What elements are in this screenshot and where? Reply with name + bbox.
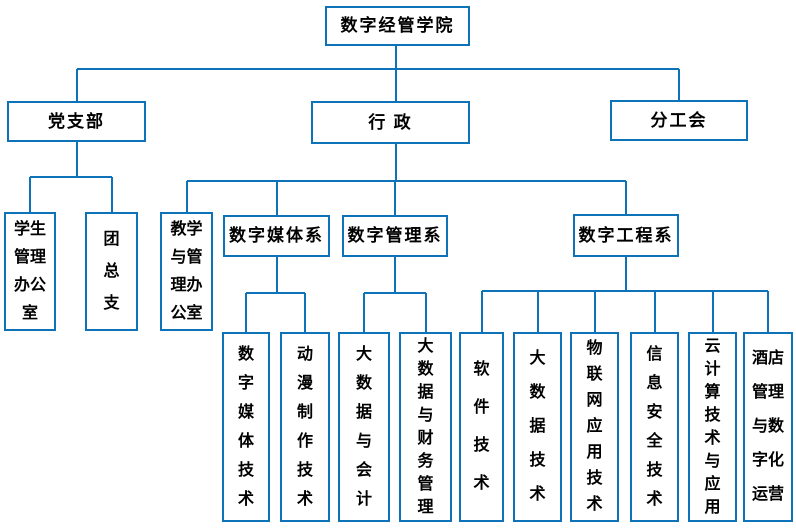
node-digital-management-dept: 数字管理系: [342, 215, 448, 257]
node-cloud-computing-tech-and-app: 云 计 算 技 术 与 应 用: [688, 332, 737, 522]
node-youth-league-committee: 团 总 支: [85, 212, 138, 331]
node-student-affairs-office: 学生 管理 办公 室: [4, 212, 56, 331]
node-big-data-and-financial-mgmt: 大 数 据 与 财 务 管 理: [399, 332, 452, 522]
node-software-tech: 软 件 技 术: [459, 332, 504, 522]
node-information-security-tech: 信 息 安 全 技 术: [630, 332, 679, 522]
node-teaching-admin-office: 教学 与管 理办 公室: [160, 212, 213, 331]
node-digital-engineering-dept: 数字工程系: [573, 214, 679, 257]
node-branch-union: 分工会: [610, 100, 748, 141]
node-digital-media-dept: 数字媒体系: [223, 215, 330, 257]
node-root: 数字经管学院: [325, 6, 470, 46]
node-animation-production-tech: 动 漫 制 作 技 术: [280, 332, 330, 522]
node-iot-application-tech: 物 联 网 应 用 技 术: [570, 332, 619, 522]
node-party-branch: 党支部: [7, 101, 146, 142]
node-big-data-tech: 大 数 据 技 术: [513, 332, 562, 522]
node-administration: 行 政: [311, 101, 470, 144]
node-hotel-mgmt-digital-operations: 酒店 管理 与数 字化 运营: [743, 332, 793, 522]
node-digital-media-tech: 数 字 媒 体 技 术: [222, 332, 270, 522]
node-big-data-and-accounting: 大 数 据 与 会 计: [338, 332, 390, 522]
